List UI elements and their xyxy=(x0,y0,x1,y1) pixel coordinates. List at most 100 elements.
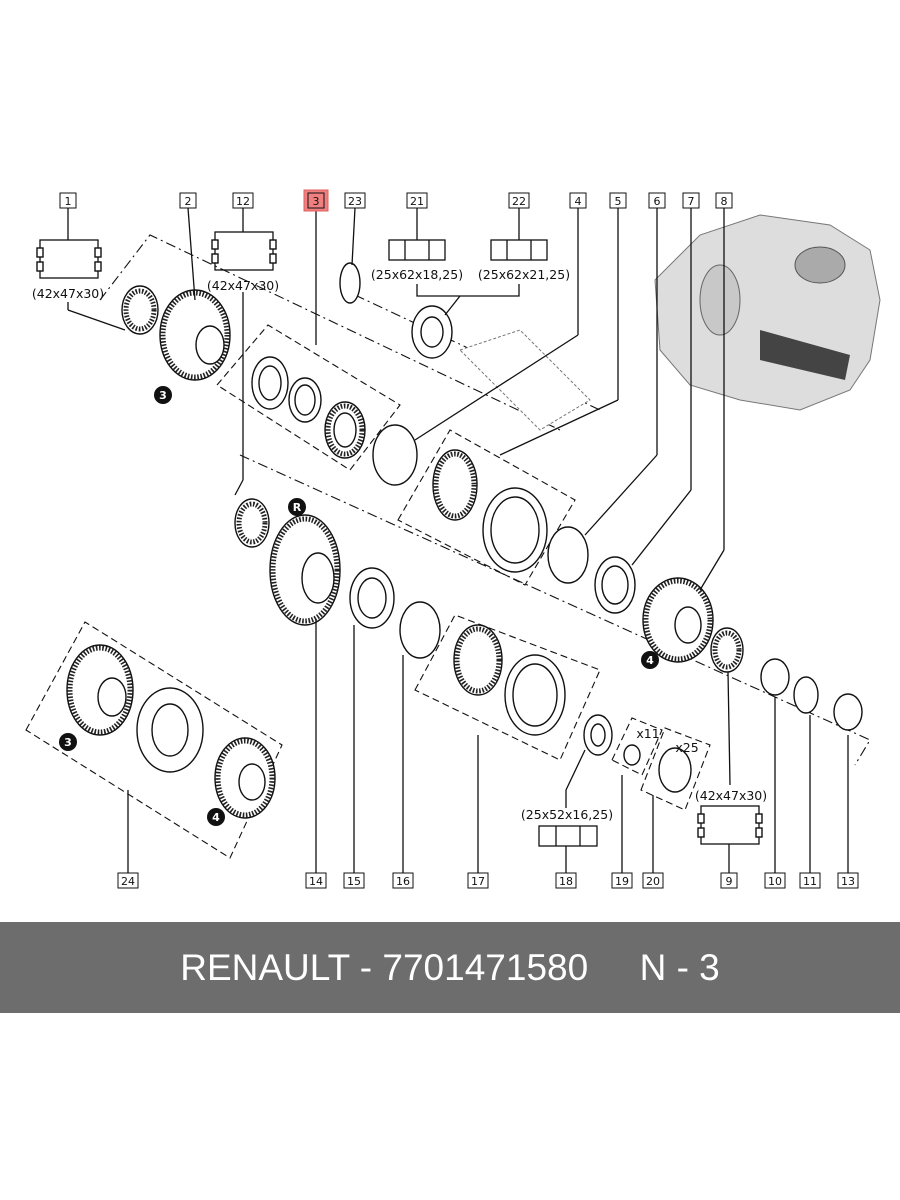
exploded-gearbox-diagram: (42x47x30) (42x47x30) (25x62x18,25) (25x… xyxy=(25,189,881,889)
synchro-ring-15 xyxy=(349,567,395,629)
part-20-quantity: x25 xyxy=(675,740,698,755)
synchro-3 xyxy=(251,356,366,459)
washer-11 xyxy=(793,676,819,714)
svg-text:10: 10 xyxy=(768,875,782,888)
callout-9: 9 xyxy=(720,872,738,889)
callouts-bottom: 24 14 15 16 17 18 19 20 9 10 11 13 xyxy=(117,872,859,889)
callout-10: 10 xyxy=(764,872,786,889)
needle-bearing-1 xyxy=(121,285,159,335)
svg-text:24: 24 xyxy=(121,875,135,888)
svg-text:15: 15 xyxy=(347,875,361,888)
bearing-12-dimensions: (42x47x30) xyxy=(207,278,279,293)
gear-markers: 3 R 4 3 4 xyxy=(59,386,659,826)
svg-text:9: 9 xyxy=(726,875,733,888)
roller-bearing-18 xyxy=(583,714,613,756)
gearbox-housing-image xyxy=(654,214,881,411)
callout-15: 15 xyxy=(343,872,365,889)
thrust-washer-23 xyxy=(339,262,361,304)
svg-text:4: 4 xyxy=(212,811,220,824)
gear-2 xyxy=(159,289,231,381)
gear-marker-4: 4 xyxy=(641,651,659,669)
svg-text:16: 16 xyxy=(396,875,410,888)
gear-8 xyxy=(642,577,714,663)
svg-text:8: 8 xyxy=(721,195,728,208)
svg-text:22: 22 xyxy=(512,195,526,208)
callouts-top: 1 2 12 3 23 21 22 4 5 6 7 8 xyxy=(59,189,733,212)
svg-text:4: 4 xyxy=(646,654,654,667)
gear-marker-reverse: R xyxy=(288,498,306,516)
gear-marker-4-kit: 4 xyxy=(207,808,225,826)
needle-bearing-9 xyxy=(710,627,744,673)
reverse-gear-14 xyxy=(269,514,341,626)
svg-text:18: 18 xyxy=(559,875,573,888)
snap-ring-6 xyxy=(547,526,589,584)
hub-17 xyxy=(453,624,566,736)
callout-3-highlighted: 3 xyxy=(303,189,329,212)
bearing-18-dimensions: (25x52x16,25) xyxy=(521,807,613,822)
svg-text:20: 20 xyxy=(646,875,660,888)
callout-8: 8 xyxy=(715,192,733,209)
callout-13: 13 xyxy=(837,872,859,889)
bearing-symbol-21 xyxy=(388,208,446,261)
callout-4: 4 xyxy=(569,192,587,209)
bushing-10 xyxy=(760,658,790,696)
part-19-outline xyxy=(611,717,663,776)
callout-7: 7 xyxy=(682,192,700,209)
gear-kit-24 xyxy=(66,644,276,819)
callout-2: 2 xyxy=(179,192,197,209)
callout-17: 17 xyxy=(467,872,489,889)
part-20-outline xyxy=(640,727,711,811)
callout-5: 5 xyxy=(609,192,627,209)
svg-text:4: 4 xyxy=(575,195,582,208)
hub-group-outline xyxy=(397,429,576,586)
bearing-symbol-12 xyxy=(211,208,277,496)
callout-14: 14 xyxy=(305,872,327,889)
svg-text:6: 6 xyxy=(654,195,661,208)
svg-text:11: 11 xyxy=(803,875,817,888)
svg-text:17: 17 xyxy=(471,875,485,888)
callout-23: 23 xyxy=(344,192,366,209)
callout-6: 6 xyxy=(648,192,666,209)
leader-lines xyxy=(127,207,849,873)
sleeve-5 xyxy=(482,487,548,573)
bearing-21-dimensions: (25x62x18,25) xyxy=(371,267,463,282)
svg-text:19: 19 xyxy=(615,875,629,888)
svg-text:3: 3 xyxy=(313,195,320,208)
bearing-1-dimensions: (42x47x30) xyxy=(32,286,104,301)
callout-11: 11 xyxy=(799,872,821,889)
hub2-group-outline xyxy=(414,614,601,761)
banner-text: RENAULT - 7701471580 N - 3 xyxy=(180,946,720,988)
snap-ring-4 xyxy=(372,424,418,486)
bushing-13 xyxy=(833,693,863,731)
bearing-22-dimensions: (25x62x21,25) xyxy=(478,267,570,282)
callout-18: 18 xyxy=(555,872,577,889)
bearing-symbol-1 xyxy=(36,208,126,331)
shaft xyxy=(459,329,591,431)
callout-20: 20 xyxy=(642,872,664,889)
svg-text:3: 3 xyxy=(64,736,72,749)
part-19-quantity: x11 xyxy=(636,726,659,741)
callout-22: 22 xyxy=(508,192,530,209)
svg-text:13: 13 xyxy=(841,875,855,888)
bearing-9-dimensions: (42x47x30) xyxy=(695,788,767,803)
bearing-symbol-22 xyxy=(416,208,548,316)
callout-21: 21 xyxy=(406,192,428,209)
callout-12: 12 xyxy=(232,192,254,209)
shim-20 xyxy=(658,747,692,793)
needle-bearing-12 xyxy=(234,498,270,548)
svg-text:21: 21 xyxy=(410,195,424,208)
svg-text:23: 23 xyxy=(348,195,362,208)
callout-16: 16 xyxy=(392,872,414,889)
gear-marker-3: 3 xyxy=(154,386,172,404)
svg-text:12: 12 xyxy=(236,195,250,208)
svg-text:1: 1 xyxy=(65,195,72,208)
circlip-19 xyxy=(623,744,641,766)
svg-text:2: 2 xyxy=(185,195,192,208)
snap-ring-16 xyxy=(399,601,441,659)
bearing-symbol-9 xyxy=(697,671,763,873)
callout-1: 1 xyxy=(59,192,77,209)
svg-text:7: 7 xyxy=(688,195,695,208)
svg-text:3: 3 xyxy=(159,389,167,402)
synchro-ring-7 xyxy=(594,556,636,614)
roller-bearing-21 xyxy=(411,305,453,359)
